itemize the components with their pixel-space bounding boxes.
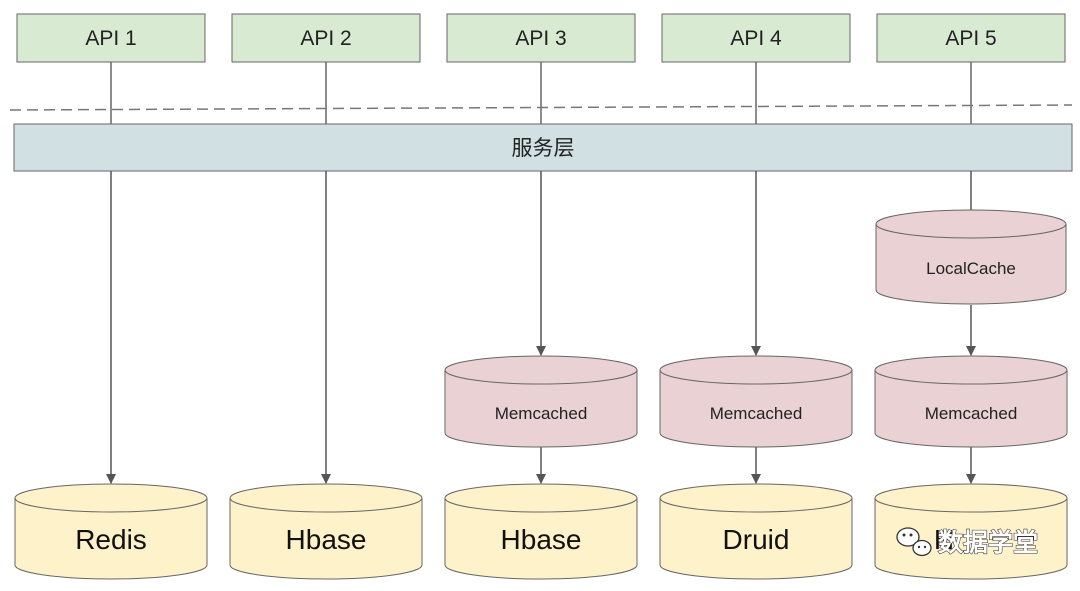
api-box-3: API 3 (446, 13, 636, 63)
database-label: Hbase (286, 524, 367, 555)
service-layer: 服务层 (13, 123, 1073, 172)
database-cylinder-druid: Druid (659, 483, 853, 580)
api-box-5: API 5 (876, 13, 1066, 63)
watermark-text: 数据学堂 (938, 528, 1038, 557)
wechat-icon (896, 527, 932, 557)
memcached-label: Memcached (925, 404, 1018, 423)
localcache-label: LocalCache (926, 259, 1016, 278)
api-label: API 5 (945, 27, 996, 50)
database-cylinder-hbase-1: Hbase (229, 483, 423, 580)
api-box-4: API 4 (661, 13, 851, 63)
database-label: Redis (75, 524, 147, 555)
dashed-separator (9, 104, 1073, 111)
localcache-cylinder: LocalCache (875, 209, 1067, 305)
api-label: API 1 (85, 27, 136, 50)
arrows (106, 171, 976, 484)
memcached-cylinder-3: Memcached (874, 355, 1068, 448)
database-cylinder-hbase-3: H (874, 483, 1068, 580)
api-label: API 2 (300, 27, 351, 50)
service-layer-label: 服务层 (512, 137, 575, 160)
database-label: H (934, 524, 954, 555)
watermark: 数据学堂 (896, 527, 1039, 558)
database-cylinder-redis: Redis (14, 483, 208, 580)
database-cylinder-hbase-2: Hbase (444, 483, 638, 580)
api-box-2: API 2 (231, 13, 421, 63)
database-label: Druid (723, 524, 790, 555)
database-label: Hbase (501, 524, 582, 555)
memcached-cylinder-2: Memcached (659, 355, 853, 448)
api-box-1: API 1 (16, 13, 206, 63)
memcached-cylinder-1: Memcached (444, 355, 638, 448)
memcached-label: Memcached (495, 404, 588, 423)
api-label: API 4 (730, 27, 782, 50)
api-label: API 3 (515, 27, 566, 50)
api-connectors (110, 62, 972, 124)
memcached-label: Memcached (710, 404, 803, 423)
